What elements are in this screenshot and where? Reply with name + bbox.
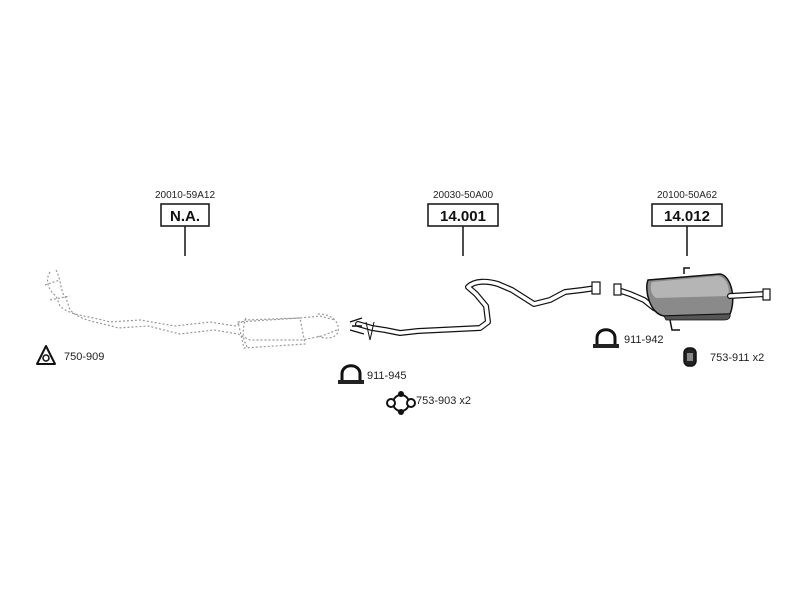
accessory-753-911[interactable]: 753-911 x2 [683,347,764,367]
accessory-code: 753-911 x2 [710,352,764,364]
accessory-code: 911-942 [624,334,664,346]
part-intermediate-pipe: 20030-50A00 14.001 [349,190,601,341]
part-rear-silencer: 20100-50A62 14.012 [613,190,771,331]
part-front-pipe: 20010-59A12 N.A. [44,190,339,349]
clamp-icon [338,364,364,384]
oe-code-rear-silencer: 20100-50A62 [657,190,717,201]
part-number-front-pipe[interactable]: N.A. [170,208,200,225]
rubber-mount-icon [683,347,697,367]
rubber-hanger-icon [386,391,416,415]
part-number-intermediate-pipe[interactable]: 14.001 [440,208,486,225]
oe-code-front-pipe: 20010-59A12 [155,190,215,201]
accessory-code: 750-909 [64,351,104,363]
intermediate-pipe-drawing[interactable] [349,278,601,341]
accessory-753-903[interactable]: 753-903 x2 [386,391,471,415]
accessory-911-945[interactable]: 911-945 [338,364,407,384]
part-number-rear-silencer[interactable]: 14.012 [664,208,710,225]
accessory-code: 753-903 x2 [416,395,471,407]
clamp-icon [593,328,619,348]
front-pipe-ghost-outline [44,269,339,349]
accessory-code: 911-945 [367,370,407,382]
oe-code-intermediate-pipe: 20030-50A00 [433,190,493,201]
accessory-750-909[interactable]: 750-909 [36,345,104,365]
gasket-icon [36,345,56,365]
accessory-911-942[interactable]: 911-942 [593,328,664,348]
rear-silencer-drawing[interactable] [613,267,771,331]
